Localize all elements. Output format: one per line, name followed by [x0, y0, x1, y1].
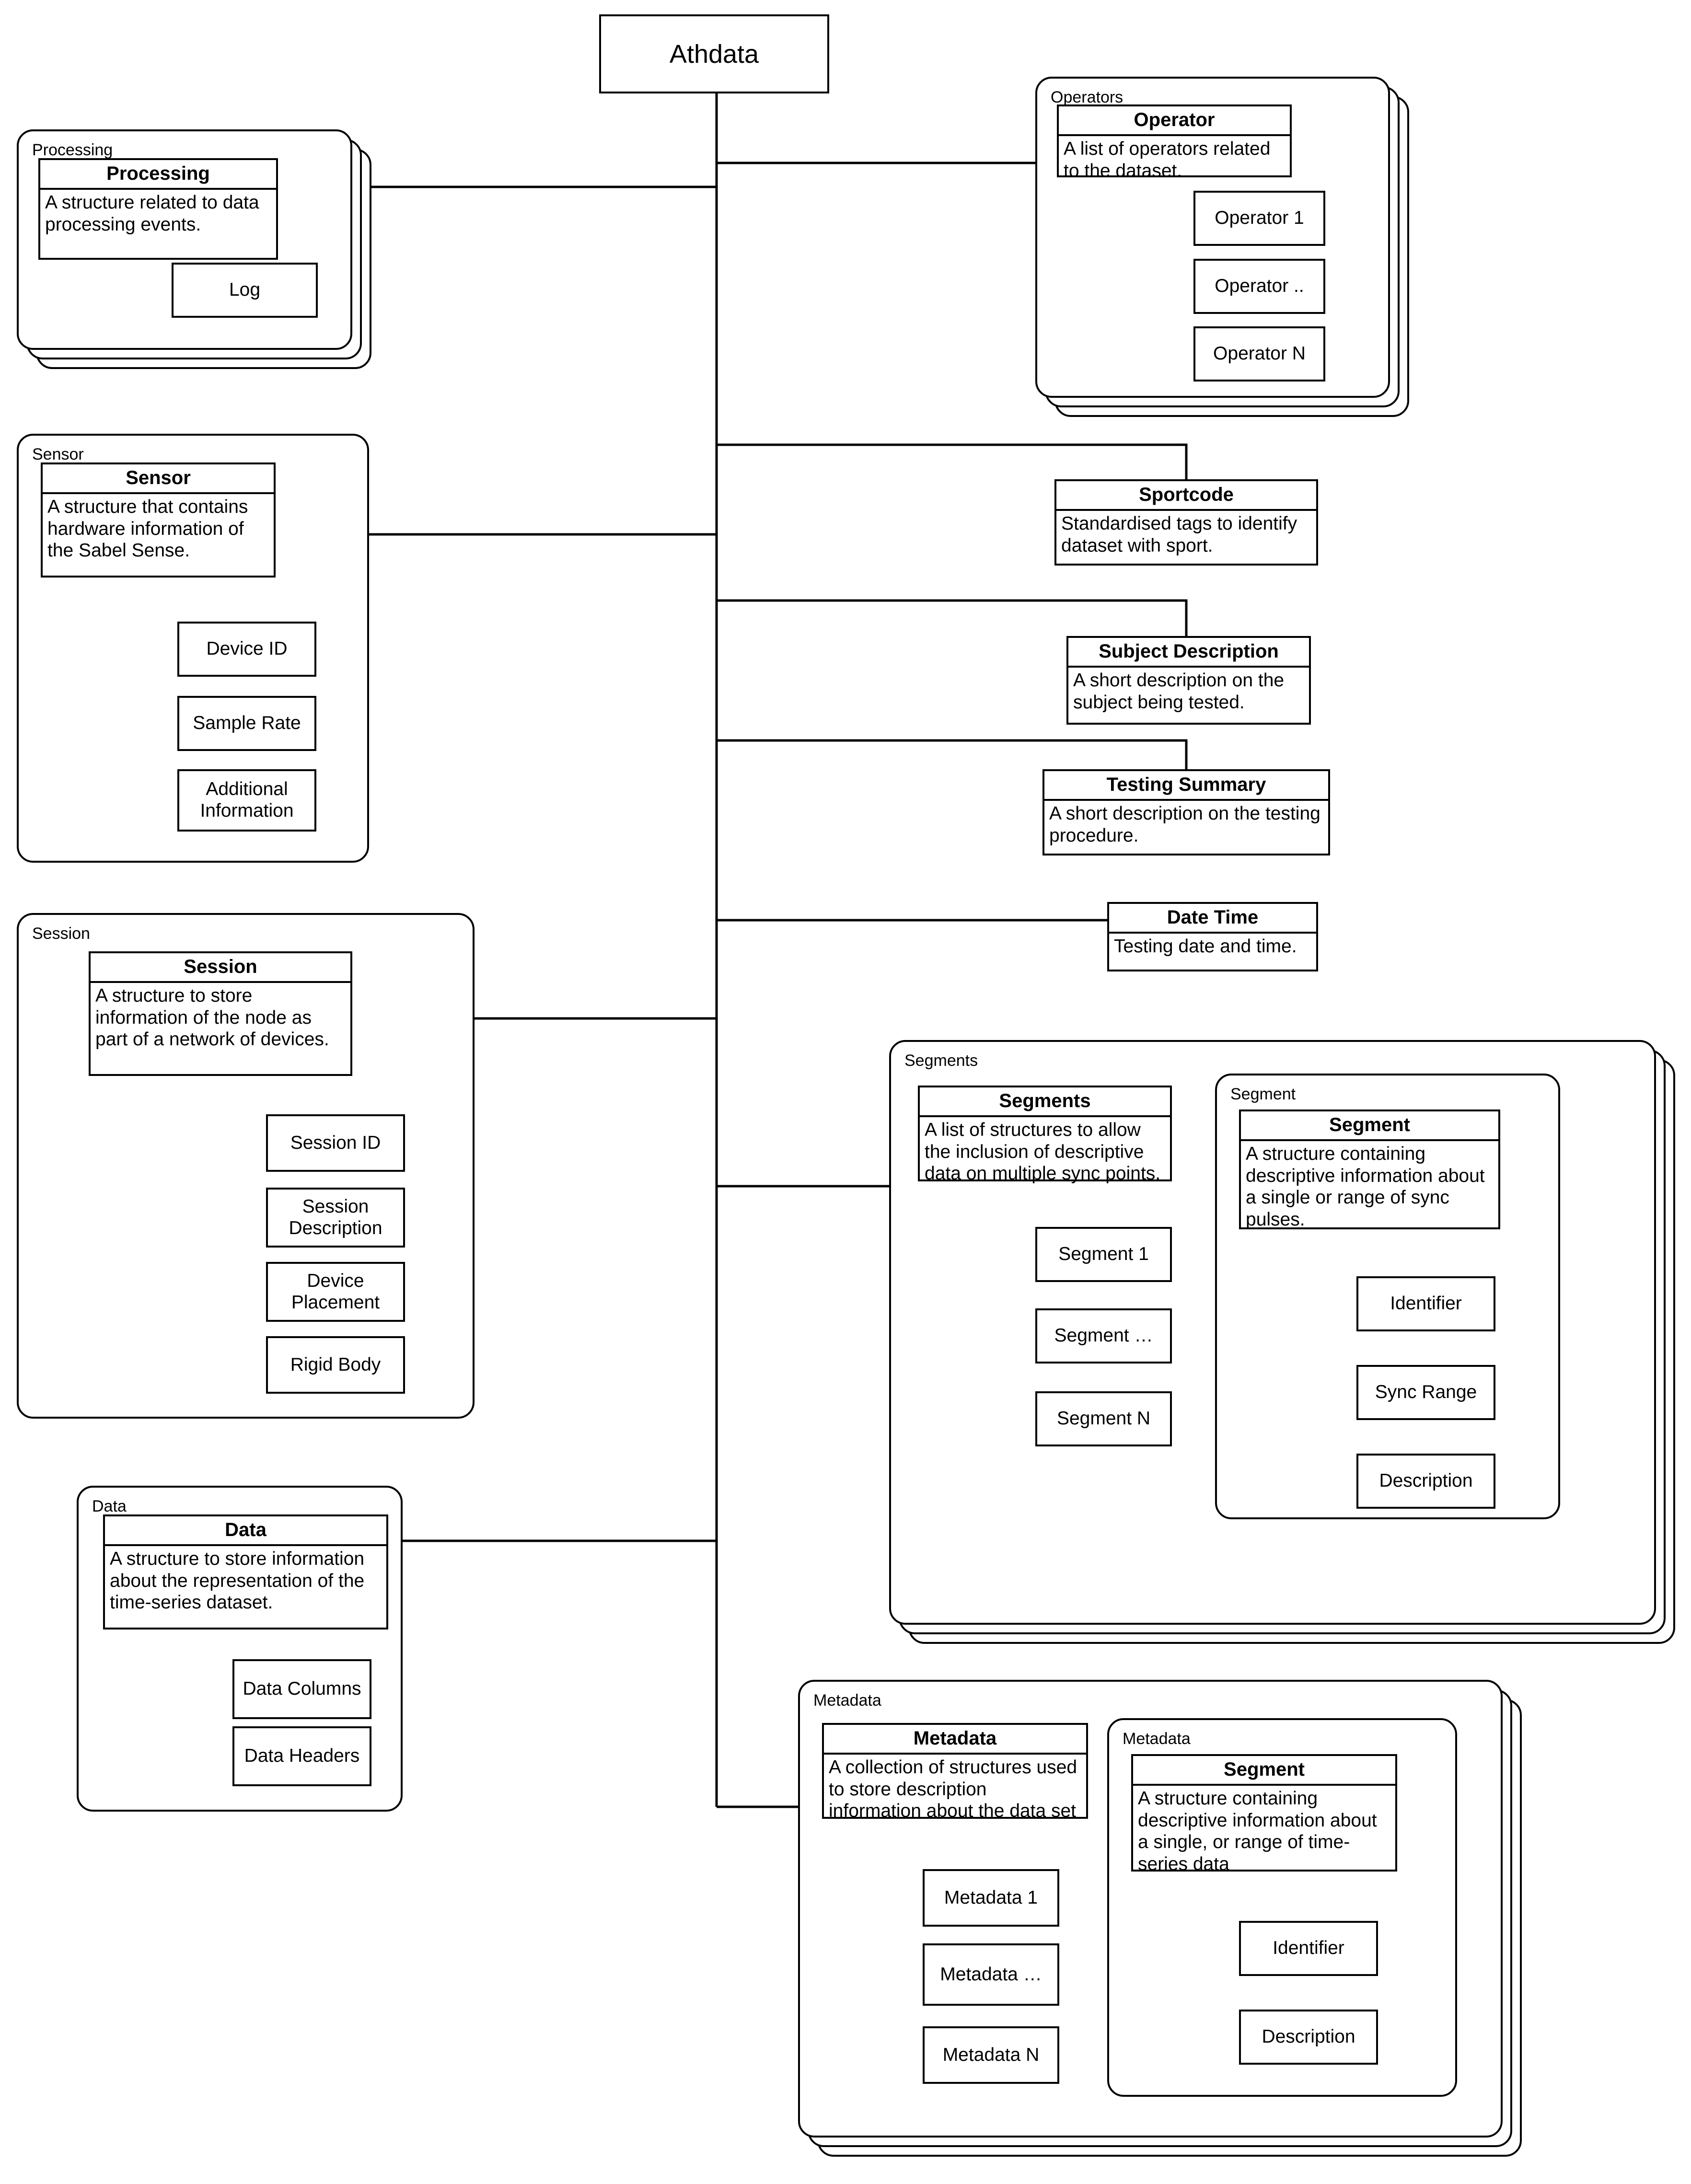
processing-card-label: Processing — [32, 141, 113, 159]
segments-child-n[interactable]: Segment N — [1035, 1391, 1172, 1446]
segment-inner-class-box[interactable]: Segment A structure containing descripti… — [1239, 1109, 1500, 1230]
leaf-label: Identifier — [1273, 1938, 1344, 1959]
leaf-label: Session Description — [289, 1196, 382, 1238]
metadata-inner-class-description: A structure containing descriptive infor… — [1138, 1788, 1377, 1874]
processing-child-log[interactable]: Log — [172, 263, 318, 318]
subject-description-description: A short description on the subject being… — [1073, 670, 1285, 713]
segments-child-1[interactable]: Segment 1 — [1035, 1227, 1172, 1282]
leaf-label: Sample Rate — [193, 713, 301, 734]
metadata-inner-card-label: Metadata — [1123, 1730, 1191, 1748]
metadata-class-description: A collection of structures used to store… — [829, 1757, 1077, 1822]
metadata-class-title: Metadata — [824, 1725, 1086, 1755]
leaf-label: Segment … — [1054, 1325, 1153, 1346]
metadata-inner-child-description[interactable]: Description — [1239, 2010, 1378, 2065]
leaf-label: Data Columns — [243, 1678, 361, 1699]
segment-inner-child-identifier[interactable]: Identifier — [1356, 1276, 1495, 1331]
data-class-description: A structure to store information about t… — [110, 1548, 365, 1613]
segment-inner-child-sync-range[interactable]: Sync Range — [1356, 1365, 1495, 1420]
processing-class-title: Processing — [40, 160, 276, 190]
segment-inner-class-description: A structure containing descriptive infor… — [1246, 1144, 1485, 1230]
testing-summary-title: Testing Summary — [1044, 771, 1328, 801]
leaf-label: Rigid Body — [290, 1354, 381, 1375]
leaf-label: Identifier — [1390, 1293, 1462, 1314]
sensor-child-sample-rate[interactable]: Sample Rate — [177, 696, 316, 751]
root-node-athdata[interactable]: Athdata — [599, 14, 829, 93]
leaf-label: Description — [1379, 1470, 1473, 1491]
metadata-inner-class-box[interactable]: Segment A structure containing descripti… — [1131, 1754, 1397, 1874]
data-child-data-columns[interactable]: Data Columns — [232, 1659, 371, 1719]
leaf-label: Operator .. — [1215, 276, 1304, 297]
segment-inner-child-description[interactable]: Description — [1356, 1454, 1495, 1509]
testing-summary-description: A short description on the testing proce… — [1049, 803, 1320, 846]
data-child-data-headers[interactable]: Data Headers — [232, 1726, 371, 1786]
segments-child-2[interactable]: Segment … — [1035, 1308, 1172, 1364]
metadata-card-label: Metadata — [813, 1691, 881, 1710]
segments-class-box[interactable]: Segments A list of structures to allow t… — [918, 1086, 1172, 1184]
session-child-rigid-body[interactable]: Rigid Body — [266, 1336, 405, 1394]
metadata-inner-class-title: Segment — [1133, 1756, 1395, 1786]
root-node-label: Athdata — [669, 39, 759, 69]
leaf-label: Data Headers — [244, 1745, 360, 1767]
operators-child-1[interactable]: Operator 1 — [1193, 191, 1325, 246]
metadata-child-n[interactable]: Metadata N — [923, 2026, 1059, 2084]
sensor-card-label: Sensor — [32, 445, 84, 463]
segments-card-label: Segments — [904, 1052, 978, 1070]
segments-class-description: A list of structures to allow the inclus… — [925, 1120, 1161, 1184]
leaf-label: Metadata … — [940, 1964, 1042, 1985]
sensor-class-box[interactable]: Sensor A structure that contains hardwar… — [41, 462, 276, 578]
leaf-label: Operator 1 — [1215, 208, 1304, 229]
sensor-child-device-id[interactable]: Device ID — [177, 622, 316, 677]
date-time-box[interactable]: Date Time Testing date and time. — [1107, 902, 1318, 971]
sensor-child-additional-information[interactable]: Additional Information — [177, 769, 316, 832]
operators-class-box[interactable]: Operator A list of operators related to … — [1057, 104, 1292, 181]
session-child-device-placement[interactable]: Device Placement — [266, 1262, 405, 1322]
data-card-label: Data — [92, 1497, 127, 1515]
leaf-label: Segment N — [1056, 1408, 1151, 1429]
segment-inner-card-label: Segment — [1230, 1085, 1296, 1103]
processing-class-box[interactable]: Processing A structure related to data p… — [38, 158, 278, 260]
leaf-label: Session ID — [290, 1132, 381, 1153]
session-child-session-id[interactable]: Session ID — [266, 1114, 405, 1172]
leaf-label: Sync Range — [1375, 1382, 1477, 1403]
sensor-class-description: A structure that contains hardware infor… — [47, 497, 248, 561]
leaf-label: Log — [229, 279, 261, 300]
operators-card-label: Operators — [1051, 88, 1123, 106]
leaf-label: Metadata 1 — [944, 1887, 1038, 1908]
sportcode-box[interactable]: Sportcode Standardised tags to identify … — [1054, 479, 1318, 566]
sportcode-title: Sportcode — [1056, 481, 1316, 511]
leaf-label: Device ID — [206, 638, 288, 659]
session-class-box[interactable]: Session A structure to store information… — [89, 951, 352, 1076]
leaf-label: Additional Information — [200, 779, 294, 821]
operators-class-description: A list of operators related to the datas… — [1064, 139, 1271, 181]
session-class-title: Session — [91, 953, 350, 983]
date-time-title: Date Time — [1109, 904, 1316, 934]
leaf-label: Metadata N — [942, 2044, 1040, 2065]
leaf-label: Operator N — [1213, 343, 1306, 364]
session-class-description: A structure to store information of the … — [95, 985, 329, 1050]
operators-child-2[interactable]: Operator .. — [1193, 259, 1325, 314]
data-class-title: Data — [105, 1516, 386, 1546]
session-child-session-description[interactable]: Session Description — [266, 1188, 405, 1248]
metadata-inner-child-identifier[interactable]: Identifier — [1239, 1921, 1378, 1976]
sportcode-description: Standardised tags to identify dataset wi… — [1061, 513, 1297, 556]
testing-summary-box[interactable]: Testing Summary A short description on t… — [1042, 769, 1330, 855]
subject-description-title: Subject Description — [1068, 638, 1309, 668]
metadata-class-box[interactable]: Metadata A collection of structures used… — [822, 1723, 1088, 1821]
processing-class-description: A structure related to data processing e… — [45, 192, 259, 235]
leaf-label: Description — [1262, 2026, 1355, 2047]
metadata-child-2[interactable]: Metadata … — [923, 1943, 1059, 2006]
session-card-label: Session — [32, 924, 90, 943]
date-time-description: Testing date and time. — [1114, 936, 1297, 957]
operators-child-n[interactable]: Operator N — [1193, 326, 1325, 381]
leaf-label: Device Placement — [291, 1270, 380, 1313]
subject-description-box[interactable]: Subject Description A short description … — [1066, 636, 1311, 725]
leaf-label: Segment 1 — [1058, 1244, 1149, 1265]
data-class-box[interactable]: Data A structure to store information ab… — [103, 1514, 388, 1629]
operators-class-title: Operator — [1059, 106, 1290, 136]
sensor-class-title: Sensor — [43, 464, 274, 494]
metadata-child-1[interactable]: Metadata 1 — [923, 1869, 1059, 1927]
segment-inner-class-title: Segment — [1241, 1111, 1498, 1141]
segments-class-title: Segments — [920, 1087, 1170, 1117]
